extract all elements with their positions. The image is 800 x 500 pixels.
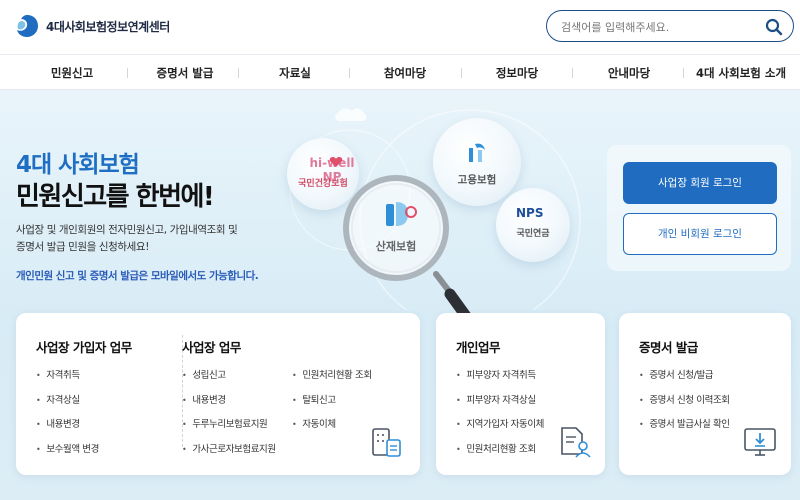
list-item[interactable]: 가사근로자보험료지원	[182, 441, 276, 466]
nav-item-about[interactable]: 4대 사회보험 소개	[695, 66, 787, 80]
document-user-icon	[561, 427, 591, 458]
card-title-business: 사업장 업무	[182, 340, 241, 355]
nav-divider	[683, 68, 684, 78]
personal-task-list: 피부양자 자격취득 피부양자 자격상실 지역가입자 자동이체 민원처리현황 조회	[456, 367, 544, 465]
nav-item-archive[interactable]: 자료실	[279, 66, 311, 80]
nav-divider	[572, 68, 573, 78]
nav-item-civil-report[interactable]: 민원신고	[50, 66, 94, 80]
card-personal-tasks: 개인업무 피부양자 자격취득 피부양자 자격상실 지역가입자 자동이체 민원처리…	[436, 313, 605, 475]
nav-item-information[interactable]: 정보마당	[495, 66, 539, 80]
heart-icon	[329, 157, 343, 167]
personal-guest-login-button[interactable]: 개인 비회원 로그인	[623, 213, 777, 255]
list-item[interactable]: 성립신고	[182, 367, 276, 392]
nav-divider	[127, 68, 128, 78]
list-item[interactable]: 보수월액 변경	[36, 441, 99, 466]
bubble-pension-label: 국민연금	[516, 229, 550, 239]
magnifier-icon	[343, 175, 482, 336]
main-nav: 민원신고 증명서 발급 자료실 참여마당 정보마당 안내마당 4대 사회보험 소…	[0, 54, 800, 90]
list-item[interactable]: 증명서 신청 이력조회	[639, 392, 730, 417]
card-business-tasks: 사업장 가입자 업무 자격취득 자격상실 내용변경 보수월액 변경 사업장 업무…	[16, 313, 420, 475]
bubble-health-label: 국민건강보험	[298, 179, 348, 189]
nav-divider	[238, 68, 239, 78]
nav-divider	[461, 68, 462, 78]
list-item[interactable]: 자동이체	[292, 416, 372, 441]
certificate-task-list: 증명서 신청/발급 증명서 신청 이력조회 증명서 발급사실 확인	[639, 367, 730, 441]
card-title-subscriber: 사업장 가입자 업무	[36, 340, 132, 355]
pension-logo-text: NPS	[516, 206, 544, 220]
header: 4대사회보험정보연계센터	[0, 0, 800, 54]
bubble-employment-insurance: 고용보험	[433, 118, 521, 206]
list-item[interactable]: 증명서 발급사실 확인	[639, 416, 730, 441]
bubble-national-pension: NPS 국민연금	[496, 188, 570, 262]
hero-description: 사업장 및 개인회원의 전자민원신고, 가입내역조회 및 증명서 발급 민원을 …	[16, 222, 286, 256]
hero-title-line1: 4대 사회보험	[16, 152, 140, 178]
list-item[interactable]: 민원처리현황 조회	[292, 367, 372, 392]
nav-item-certificate[interactable]: 증명서 발급	[156, 66, 214, 80]
health-logo-text: hi-well NP	[309, 156, 354, 184]
employment-logo-icon	[469, 143, 485, 162]
hero-description-line1: 사업장 및 개인회원의 전자민원신고, 가입내역조회 및	[16, 224, 238, 236]
site-logo[interactable]: 4대사회보험정보연계센터	[14, 13, 170, 39]
list-item[interactable]: 내용변경	[36, 416, 99, 441]
logo-text: 4대사회보험정보연계센터	[46, 19, 170, 34]
list-item[interactable]: 증명서 신청/발급	[639, 367, 730, 392]
nav-divider	[349, 68, 350, 78]
list-item[interactable]: 자격취득	[36, 367, 99, 392]
list-item[interactable]: 민원처리현황 조회	[456, 441, 544, 466]
nav-item-participation[interactable]: 참여마당	[383, 66, 427, 80]
business-member-login-button[interactable]: 사업장 회원 로그인	[623, 162, 777, 204]
login-panel: 사업장 회원 로그인 개인 비회원 로그인	[607, 145, 791, 271]
list-item[interactable]: 지역가입자 자동이체	[456, 416, 544, 441]
list-item[interactable]: 피부양자 자격취득	[456, 367, 544, 392]
business-task-list-col2: 민원처리현황 조회 탈퇴신고 자동이체	[292, 367, 372, 441]
card-title-personal: 개인업무	[456, 340, 501, 355]
search-input[interactable]	[561, 17, 761, 37]
logo-mark-icon	[17, 15, 38, 37]
business-task-list-col1: 성립신고 내용변경 두루누리보험료지원 가사근로자보험료지원	[182, 367, 276, 465]
building-document-icon	[372, 428, 401, 457]
subscriber-task-list: 자격취득 자격상실 내용변경 보수월액 변경	[36, 367, 99, 465]
hero-title-line2: 민원신고를 한번에!	[16, 182, 215, 212]
bubble-health-insurance: hi-well NP 국민건강보험	[287, 138, 359, 210]
bubble-accident-label: 산재보험	[375, 240, 417, 253]
bubble-employment-label: 고용보험	[457, 174, 497, 186]
hero-description-line2: 증명서 발급 민원을 신청하세요!	[16, 241, 150, 253]
list-item[interactable]: 피부양자 자격상실	[456, 392, 544, 417]
card-title-certificate: 증명서 발급	[639, 340, 698, 355]
card-certificate: 증명서 발급 증명서 신청/발급 증명서 신청 이력조회 증명서 발급사실 확인	[619, 313, 791, 475]
nav-item-guide[interactable]: 안내마당	[607, 66, 651, 80]
hero-mobile-note: 개인민원 신고 및 증명서 발급은 모바일에서도 가능합니다.	[16, 270, 259, 282]
list-item[interactable]: 탈퇴신고	[292, 392, 372, 417]
list-item[interactable]: 두루누리보험료지원	[182, 416, 276, 441]
list-item[interactable]: 자격상실	[36, 392, 99, 417]
monitor-download-icon	[744, 428, 776, 456]
search-box	[546, 10, 794, 42]
list-item[interactable]: 내용변경	[182, 392, 276, 417]
search-icon[interactable]	[765, 18, 783, 36]
